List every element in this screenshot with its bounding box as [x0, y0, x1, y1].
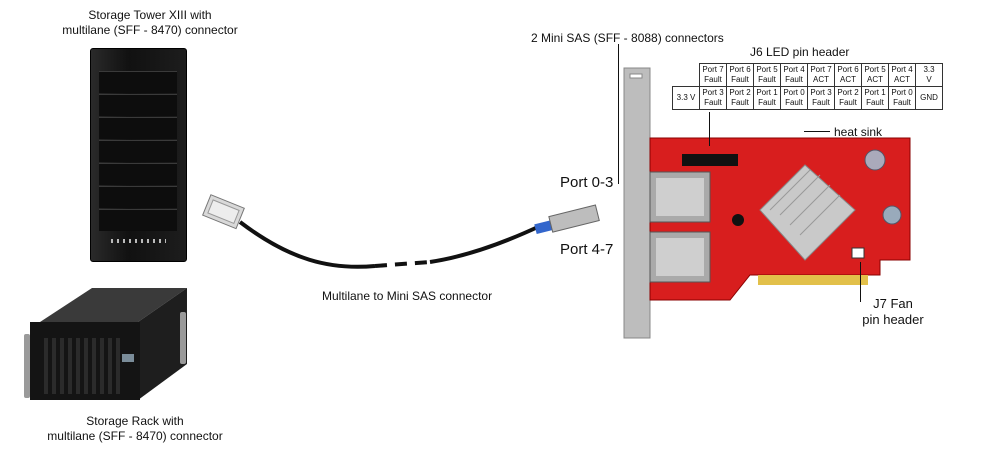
heat-sink-label: heat sink	[834, 125, 883, 139]
j6-cell: 3.3 V	[915, 63, 943, 87]
mini-sas-leader-line	[618, 44, 619, 184]
tower-label: Storage Tower XIII with multilane (SFF -…	[62, 8, 238, 37]
rack-label: Storage Rack with multilane (SFF - 8470)…	[47, 414, 223, 443]
storage-tower-image	[90, 48, 187, 262]
mini-sas-label: 2 Mini SAS (SFF - 8088) connectors	[531, 31, 724, 45]
heat-sink-leader-line	[804, 131, 830, 132]
j6-row-top: Port 7 Fault Port 6 Fault Port 5 Fault P…	[673, 63, 943, 87]
storage-rack-image	[24, 288, 187, 400]
j6-cell: Port 2 Fault	[726, 86, 754, 110]
j6-cell: GND	[915, 86, 943, 110]
j6-leader-line	[709, 112, 710, 146]
multilane-cable-image	[202, 194, 600, 269]
raid-card-image	[623, 67, 911, 339]
j6-cell: Port 3 Fault	[807, 86, 835, 110]
j6-row-bottom: 3.3 V Port 3 Fault Port 2 Fault Port 1 F…	[672, 86, 943, 110]
j6-cell: Port 4 Fault	[780, 63, 808, 87]
j6-label: J6 LED pin header	[750, 45, 850, 59]
cable-label: Multilane to Mini SAS connector	[322, 289, 493, 303]
j6-cell: Port 5 ACT	[861, 63, 889, 87]
j6-pin-table: Port 7 Fault Port 6 Fault Port 5 Fault P…	[672, 63, 943, 110]
port-4-7-label: Port 4-7	[560, 241, 614, 258]
j6-cell: Port 0 Fault	[888, 86, 916, 110]
j7-leader-line	[860, 262, 861, 302]
j6-cell: Port 1 Fault	[861, 86, 889, 110]
j7-fan-label: J7 Fan pin header	[862, 296, 924, 327]
port-0-3-label: Port 0-3	[560, 174, 614, 191]
j6-cell: 3.3 V	[672, 86, 700, 110]
j6-cell: Port 0 Fault	[780, 86, 808, 110]
j6-cell: Port 3 Fault	[699, 86, 727, 110]
j6-cell: Port 4 ACT	[888, 63, 916, 87]
